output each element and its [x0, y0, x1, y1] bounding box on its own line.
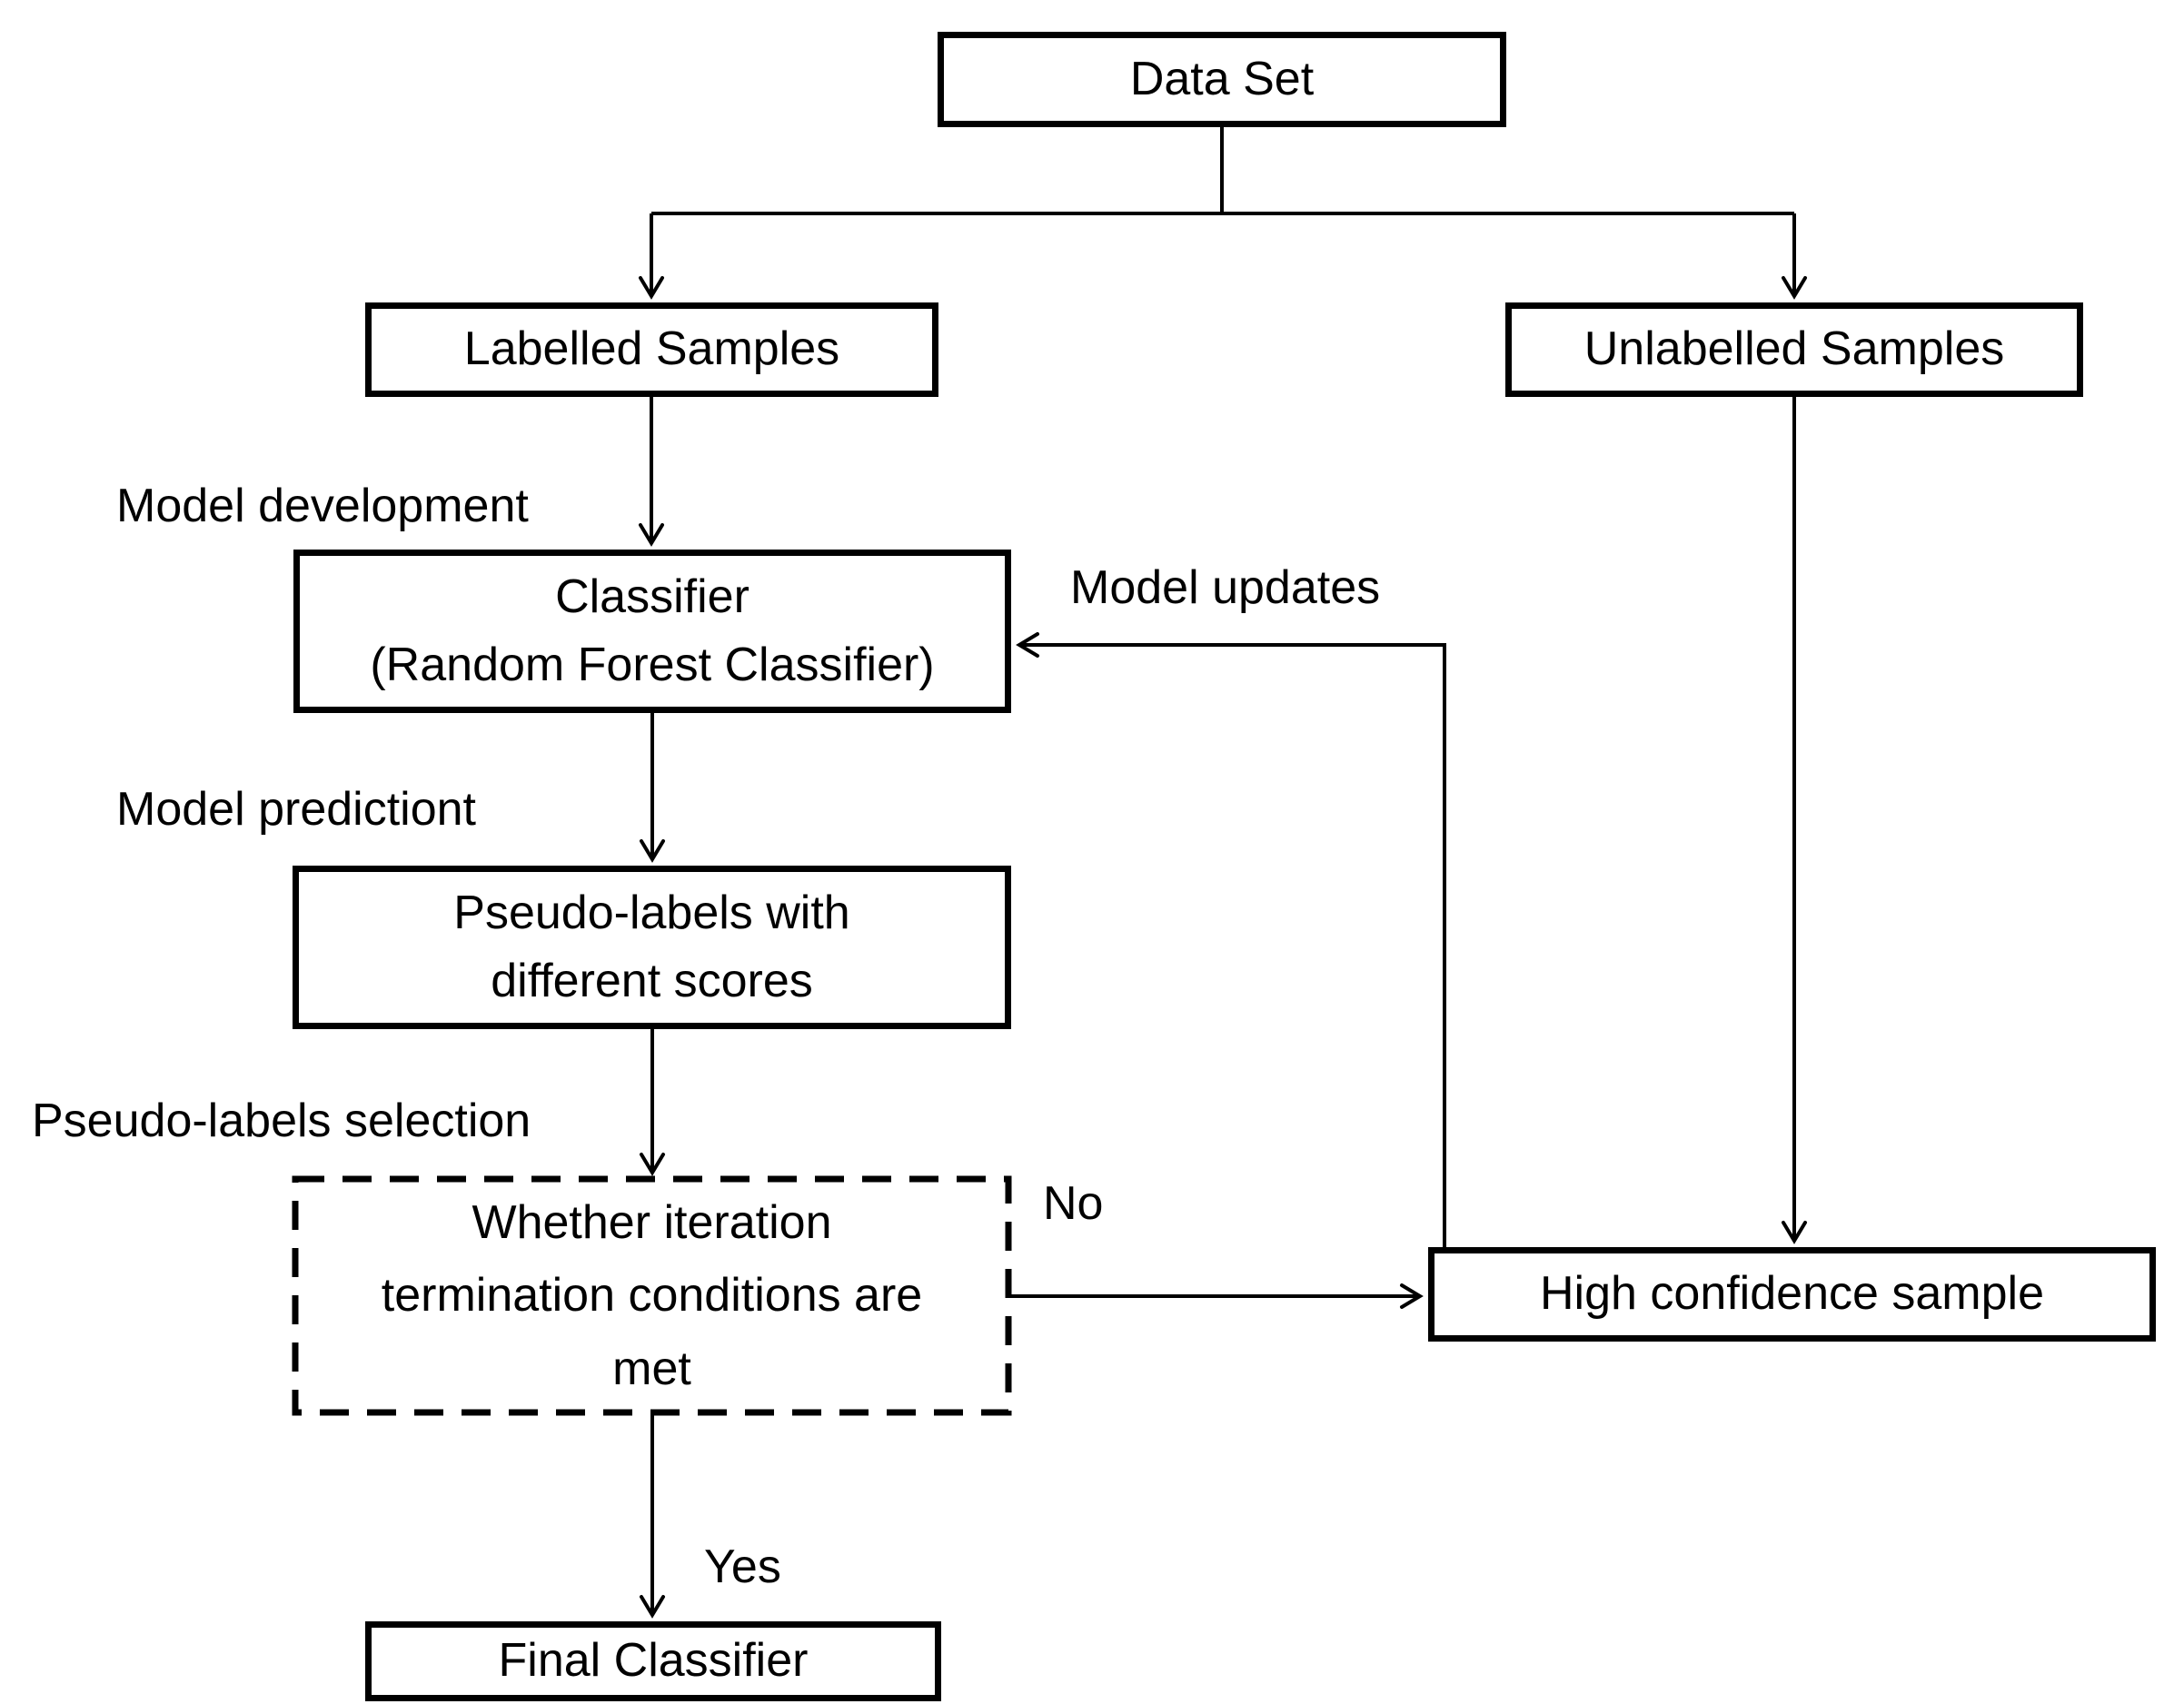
label-no: No [1043, 1177, 1104, 1230]
node-data-set: Data Set [938, 32, 1506, 127]
node-high-confidence: High confidence sample [1428, 1247, 2156, 1342]
label-model-development: Model development [116, 480, 529, 532]
node-decision: Whether iteration termination conditions… [381, 1195, 923, 1395]
node-final-classifier: Final Classifier [365, 1621, 941, 1701]
node-classifier: Classifier (Random Forest Classifier) [293, 550, 1011, 713]
label-model-updates: Model updates [1070, 561, 1381, 614]
node-labelled-samples: Labelled Samples [365, 302, 938, 397]
label-model-prediction: Model predictiont [116, 783, 476, 836]
label-yes: Yes [704, 1541, 781, 1593]
node-unlabelled-samples: Unlabelled Samples [1505, 302, 2083, 397]
label-pseudo-selection: Pseudo-labels selection [32, 1095, 531, 1147]
edge-highconf-to-classifier [1016, 632, 1446, 1247]
node-pseudo-labels: Pseudo-labels with different scores [293, 866, 1011, 1029]
